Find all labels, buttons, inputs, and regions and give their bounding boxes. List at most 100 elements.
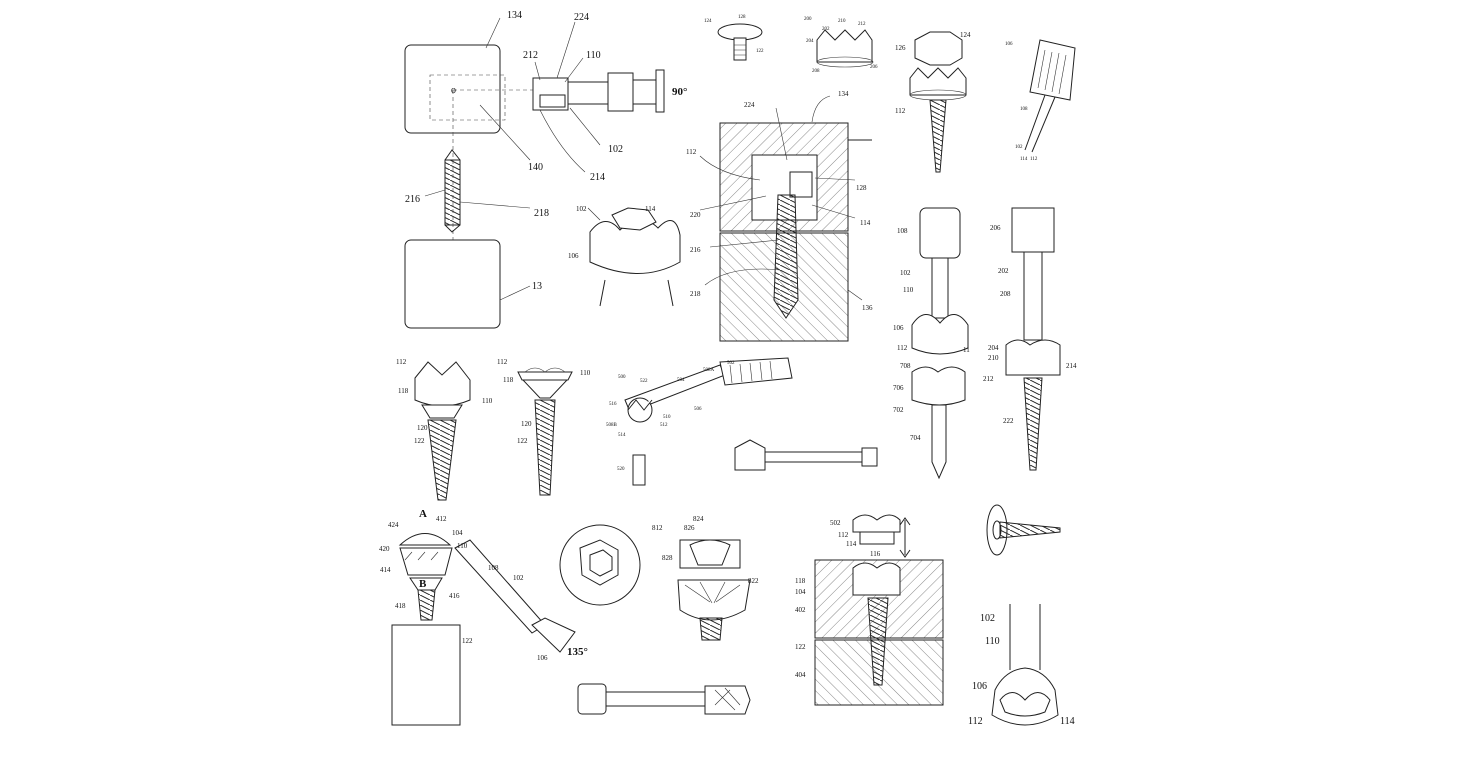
- label-208: 208: [1000, 290, 1011, 298]
- label-402: 402: [795, 606, 806, 614]
- label-704: 704: [910, 434, 921, 442]
- label-404: 404: [795, 671, 806, 679]
- label-520: 520: [617, 467, 625, 472]
- fig-driver-500: 500 522 504 508A 502 516 510 512 506 508…: [606, 357, 793, 486]
- label-118: 118: [795, 577, 806, 585]
- label-102: 102: [900, 269, 911, 277]
- label-516: 516: [609, 402, 617, 407]
- label-128: 128: [738, 15, 746, 20]
- label-110: 110: [903, 286, 914, 294]
- label-112: 112: [396, 358, 407, 366]
- fig-small-driver: [734, 439, 878, 471]
- label-110-b: 110: [580, 369, 591, 377]
- label-106: 106: [537, 654, 548, 662]
- label-140: 140: [528, 162, 543, 173]
- label-108: 108: [1020, 107, 1028, 112]
- label-418: 418: [395, 602, 406, 610]
- label-508A: 508A: [703, 368, 715, 373]
- label-120: 120: [417, 424, 428, 432]
- label-124: 124: [960, 31, 971, 39]
- label-204: 204: [806, 39, 814, 44]
- label-104: 104: [795, 588, 806, 596]
- label-A: A: [419, 508, 427, 520]
- label-216: 216: [690, 246, 701, 254]
- label-108: 108: [897, 227, 908, 235]
- label-11: 11: [963, 346, 970, 354]
- label-118: 118: [398, 387, 409, 395]
- label-135deg: 135°: [567, 646, 588, 658]
- label-200: 200: [804, 17, 812, 22]
- label-118-b: 118: [503, 376, 514, 384]
- label-826: 826: [684, 524, 695, 532]
- label-124: 124: [704, 19, 712, 24]
- label-112: 112: [1030, 157, 1038, 162]
- label-102: 102: [513, 574, 524, 582]
- label-112-b: 112: [497, 358, 508, 366]
- fig-socket-702: 708 706 702 704: [893, 362, 966, 480]
- label-102: 102: [608, 144, 623, 155]
- fig-square-mold: o 134 140 216 218 13: [404, 10, 650, 329]
- label-506: 506: [694, 407, 702, 412]
- label-706: 706: [893, 384, 904, 392]
- label-812: 812: [652, 524, 663, 532]
- label-504: 504: [677, 378, 685, 383]
- label-134: 134: [507, 10, 522, 21]
- label-106: 106: [1005, 42, 1013, 47]
- label-202: 202: [998, 267, 1009, 275]
- label-416: 416: [449, 592, 460, 600]
- label-822: 822: [748, 577, 759, 585]
- label-106: 106: [893, 324, 904, 332]
- label-212: 212: [858, 22, 866, 27]
- label-110: 110: [586, 50, 601, 61]
- label-B: B: [419, 578, 427, 590]
- label-122: 122: [414, 437, 425, 445]
- label-214: 214: [590, 172, 605, 183]
- label-104: 104: [452, 529, 463, 537]
- fig-long-driver: [577, 683, 751, 715]
- label-110: 110: [985, 636, 1000, 647]
- fig-socket-circle: [559, 524, 641, 606]
- fig-crown-tip: 102 110 106 112 114: [968, 604, 1075, 727]
- label-106: 106: [972, 681, 987, 692]
- label-208: 208: [812, 69, 820, 74]
- label-224: 224: [574, 12, 589, 23]
- label-112: 112: [897, 344, 908, 352]
- label-212: 212: [983, 375, 994, 383]
- label-212: 212: [523, 50, 538, 61]
- fig-knurled-driver: 106 108 102 114 112: [1005, 39, 1076, 162]
- label-128: 128: [856, 184, 867, 192]
- label-122-b: 122: [517, 437, 528, 445]
- label-102: 102: [980, 613, 995, 624]
- label-702: 702: [893, 406, 904, 414]
- label-502: 502: [830, 519, 841, 527]
- label-210: 210: [838, 19, 846, 24]
- label-114: 114: [860, 219, 871, 227]
- label-102: 102: [1015, 145, 1023, 150]
- label-218: 218: [534, 208, 549, 219]
- fig-bone-screw-2: 112 118 110 120 122: [497, 358, 591, 496]
- label-510: 510: [663, 415, 671, 420]
- label-114: 114: [645, 205, 656, 213]
- label-114: 114: [846, 540, 857, 548]
- label-122: 122: [462, 637, 473, 645]
- label-110: 110: [482, 397, 493, 405]
- label-218: 218: [690, 290, 701, 298]
- label-108: 108: [488, 564, 499, 572]
- label-502: 502: [727, 361, 735, 366]
- label-116: 116: [870, 550, 881, 558]
- label-122: 122: [795, 643, 806, 651]
- fig-screw-812: 812 826 824 828 822: [652, 515, 759, 641]
- label-414: 414: [380, 566, 391, 574]
- label-13: 13: [532, 281, 542, 292]
- label-220: 220: [690, 211, 701, 219]
- label-120-b: 120: [521, 420, 532, 428]
- label-206: 206: [990, 224, 1001, 232]
- label-216: 216: [405, 194, 420, 205]
- label-136: 136: [862, 304, 873, 312]
- fig-driver-shaft-2: 206 202 208 204 210 212 214 222: [983, 207, 1077, 471]
- label-112: 112: [838, 531, 849, 539]
- label-90deg: 90°: [672, 86, 687, 98]
- fig-driver-angled: A 412 424 104 420 110 414 B 416 108 102 …: [379, 508, 588, 726]
- fig-driver-90: 90° 224 212 110 102 214: [523, 12, 687, 183]
